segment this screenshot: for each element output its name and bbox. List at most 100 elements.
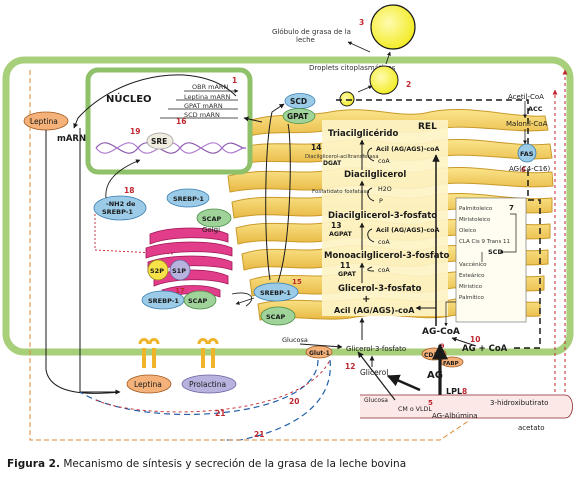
number-3: 3: [359, 18, 364, 27]
srebp1-b-label: SREBP-1: [148, 297, 179, 305]
number-15: 15: [292, 278, 302, 286]
scap-a-protein: [196, 208, 232, 228]
gpat-marn-label: GPAT mARN: [184, 102, 223, 110]
dgat-full-label: Diacilglicerol-aciltransferasa: [305, 154, 379, 160]
red-dashed-path-21: [95, 359, 331, 413]
orange-dashed-path: [29, 70, 471, 441]
nucleus-label: NÚCLEO: [106, 92, 152, 105]
leptina-ligand: [126, 374, 172, 394]
ag-coa-label: AG-CoA: [422, 327, 460, 337]
acetato-label: acetato: [518, 424, 545, 432]
caption-label: Figura 2.: [7, 458, 60, 470]
glicerol3f-label: Glicerol-3-fosfato: [338, 284, 422, 294]
srebp1-c-label: SREBP-1: [260, 289, 291, 297]
palmitoleico-label: Palmitoleico: [459, 206, 493, 212]
acil1-label: Acil (AG/AGS)-coA: [376, 146, 439, 153]
number-17: 17: [175, 287, 185, 295]
obr-marn-label: OBR mARN: [192, 83, 228, 91]
estearico-label: Esteárico: [459, 272, 485, 279]
agpat-label: AGPAT: [329, 231, 352, 238]
gpat-protein: [282, 108, 316, 124]
glucosa-label: Glucosa: [282, 336, 308, 344]
ag-coa2-label: AG + CoA: [462, 344, 508, 354]
diacil3f-label: Diacilglicerol-3-fosfato: [328, 211, 437, 221]
srebp1-a-protein: [166, 188, 210, 208]
s1p-protease: [169, 259, 191, 281]
droplet-arrow: [357, 85, 373, 93]
number-18: 18: [124, 186, 134, 195]
pathway-arrows: [359, 139, 375, 283]
number-5: 5: [428, 399, 433, 407]
golgi-label: Golgi: [202, 226, 220, 234]
number-21a: 21: [215, 409, 225, 418]
leptin-receptor-icon: [138, 338, 160, 368]
srebp1-a-label: SREBP-1: [173, 195, 204, 203]
plus-label: +: [362, 294, 370, 305]
marn-label: mARN: [57, 134, 86, 144]
ag-albumina-label: AG-Albúmina: [432, 412, 478, 420]
srebp1-c-protein: [253, 282, 299, 302]
triglyceride-pathway: Triacilglicérido 14 Diacilglicerol-acilt…: [305, 128, 450, 315]
oleico-label: Oleico: [459, 228, 477, 234]
s2p-protease: [147, 259, 169, 281]
mrna-lines: [160, 89, 239, 119]
milk-fat-synthesis-diagram: NÚCLEO OBR mARN Leptina mARN GPAT mARN S…: [2, 4, 574, 441]
s2p-label: S2P: [150, 267, 164, 275]
number-21b: 21: [254, 430, 264, 439]
number-13: 13: [331, 221, 341, 230]
coa2-label: coA: [378, 239, 390, 246]
sre-element: [146, 132, 174, 150]
s1p-label: S1P: [172, 267, 186, 275]
miristico-label: Miristico: [459, 284, 483, 290]
srebp-nh2-label-2: SREBP-1: [102, 208, 133, 216]
blue-dashed-path-2: [220, 359, 331, 441]
fas-enzyme: [517, 143, 537, 163]
acetil-label: Acetil-CoA: [508, 93, 544, 101]
droplets-label: Droplets citoplasmáticos: [309, 64, 396, 72]
coa3-label: coA: [378, 267, 390, 274]
sre-label: SRE: [151, 137, 167, 146]
dashed-right-path: [514, 170, 541, 349]
fas-label: FAS: [520, 150, 534, 158]
nucleus: [85, 67, 253, 175]
scap-b-protein: [183, 290, 217, 310]
dna-helix-icon: [95, 142, 247, 154]
lpl-label: LPL: [446, 387, 462, 396]
scap-c-protein: [260, 306, 296, 326]
globule-arrow: [347, 41, 371, 53]
milk-fat-globule: [370, 4, 416, 50]
cla-label: CLA Cis 9 Trans 11: [459, 239, 510, 245]
number-20: 20: [289, 397, 299, 406]
dgat-label: DGAT: [323, 160, 342, 167]
miristoleico-label: Miristoleico: [459, 217, 491, 223]
scap-b-label: SCAP: [188, 297, 207, 305]
leptina-top-label: Leptina: [30, 117, 58, 126]
prolactina-rec-label: Prolactina: [189, 380, 226, 389]
number-12: 12: [345, 362, 355, 371]
number-7: 7: [509, 204, 514, 212]
leptina-marn-label: Leptina mARN: [184, 93, 230, 101]
trigliceridos-label: Triacilglicérido: [328, 128, 398, 139]
droplet-small: [339, 91, 355, 107]
gpat2-label: GPAT: [338, 271, 357, 278]
glut1-label: Glut-1: [309, 350, 330, 357]
vaccenico-label: Vaccénico: [459, 261, 487, 268]
scd-marn-label: SCD mARN: [184, 111, 220, 119]
dashed-top-path: [336, 99, 529, 148]
glicerol3f-b-label: Glicerol-3-fosfato: [346, 345, 406, 353]
number-11: 11: [340, 261, 350, 270]
scd-label: SCD: [290, 97, 307, 106]
acil3-label: Acil (AG/AGS)-coA: [334, 306, 415, 315]
number-6: 6: [521, 166, 526, 174]
p-label: P: [379, 198, 383, 205]
number-1: 1: [232, 76, 237, 85]
coa1-label: coA: [378, 158, 390, 165]
blood-vessel: [360, 394, 573, 419]
number-10: 10: [470, 335, 480, 344]
glucosa2-label: Glucosa: [364, 397, 388, 404]
number-8: 8: [462, 387, 467, 396]
leptina-rec-label: Leptina: [134, 380, 162, 389]
h2o-label: H2O: [378, 186, 392, 193]
palmitico-label: Palmítico: [459, 294, 485, 301]
